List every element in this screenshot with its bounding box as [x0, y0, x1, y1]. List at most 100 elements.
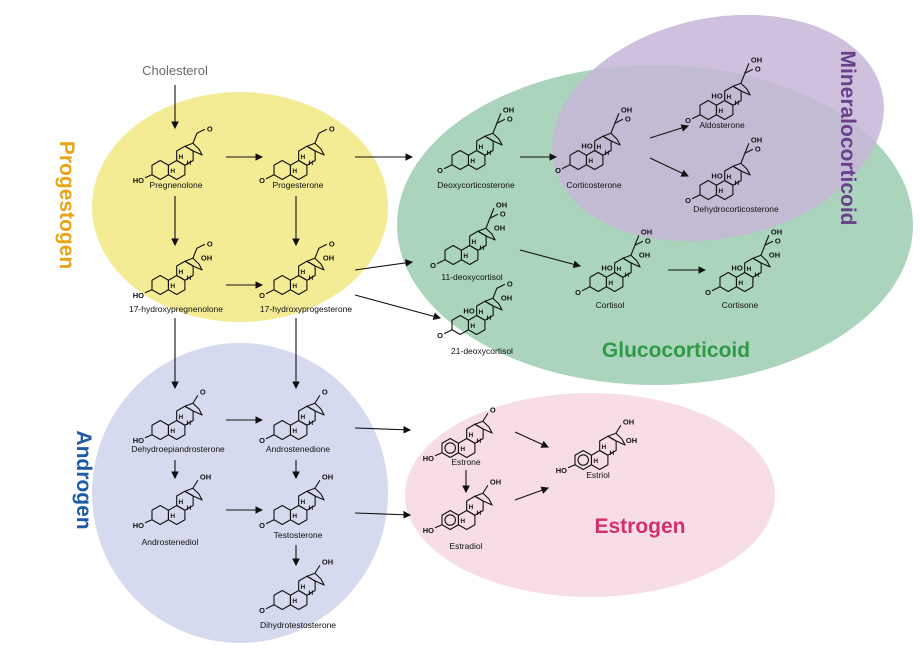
hydrogen-label: H	[477, 438, 482, 445]
keto-20: O	[329, 124, 335, 133]
ring-d	[184, 257, 203, 271]
hydrogen-label: H	[292, 283, 297, 290]
hydrogen-label: H	[479, 144, 484, 151]
hydrogen-label: H	[727, 174, 732, 181]
glucocorticoid-label: Glucocorticoid	[602, 339, 750, 362]
hydroxyl-17: OH	[201, 253, 212, 262]
reaction-arrow	[354, 259, 414, 271]
hydroxyl-21: OH	[621, 105, 632, 114]
hydroxyl-3: HO	[556, 466, 567, 475]
keto-3: O	[555, 166, 561, 175]
ring-d	[607, 432, 626, 446]
keto-3: O	[685, 116, 691, 125]
ring-d	[474, 420, 493, 434]
bond	[443, 164, 453, 170]
bond	[265, 434, 275, 440]
hydrogen-label: H	[718, 188, 723, 195]
hydrogen-label: H	[727, 94, 732, 101]
bond	[744, 63, 750, 74]
ring-d	[184, 402, 203, 416]
keto-3: O	[259, 291, 265, 300]
keto-20: O	[329, 239, 335, 248]
bond	[567, 464, 576, 469]
keto-20: O	[207, 239, 213, 248]
keto-20: O	[507, 279, 513, 288]
hydrogen-label: H	[309, 590, 314, 597]
bond	[691, 194, 701, 200]
hydroxyl-3: HO	[133, 521, 144, 530]
hydrogen-label: H	[179, 499, 184, 506]
keto-3: O	[259, 606, 265, 615]
ring-d	[306, 487, 325, 501]
hydrogen-label: H	[187, 275, 192, 282]
aromatic-ring	[444, 514, 457, 526]
hydrogen-label: H	[470, 323, 475, 330]
hydrogen-label: H	[469, 432, 474, 439]
keto-3: O	[259, 176, 265, 185]
keto-20: O	[625, 114, 631, 123]
hydrogen-label: H	[718, 108, 723, 115]
hydroxyl-11: HO	[711, 92, 722, 101]
keto-3: O	[430, 261, 436, 270]
hydrogen-label: H	[170, 168, 175, 175]
hydrogen-label: H	[479, 309, 484, 316]
aromatic-ring	[444, 442, 457, 454]
hydrogen-label: H	[179, 414, 184, 421]
hydroxyl-17: OH	[200, 472, 211, 481]
compound-name-cortisone: Cortisone	[722, 300, 759, 310]
keto-17: O	[490, 405, 496, 414]
hydroxyl-17: OH	[501, 293, 512, 302]
bond	[314, 564, 321, 574]
hydrogen-label: H	[469, 504, 474, 511]
bond	[265, 604, 275, 610]
ring-d	[732, 82, 751, 96]
side-chain	[192, 128, 206, 144]
keto-3: O	[437, 331, 443, 340]
ring-d	[484, 297, 503, 311]
compound-name-androstenedione: Androstenedione	[266, 444, 331, 454]
aromatic-ring	[577, 454, 590, 466]
hydrogen-label: H	[487, 315, 492, 322]
reaction-arrow	[514, 431, 550, 448]
hydroxyl-11: HO	[711, 172, 722, 181]
hydrogen-label: H	[738, 280, 743, 287]
bond	[434, 452, 443, 457]
compound-name-estriol: Estriol	[586, 470, 610, 480]
hydroxyl-17: OH	[322, 472, 333, 481]
ring-d	[306, 257, 325, 271]
keto-20: O	[755, 144, 761, 153]
keto-3: O	[259, 436, 265, 445]
compound-name-deoxycortisol11: 11-deoxycortisol	[441, 272, 502, 282]
ring-d	[474, 492, 493, 506]
keto-20: O	[645, 236, 651, 245]
bond	[144, 519, 153, 524]
hydroxyl-11: HO	[731, 264, 742, 273]
hydroxyl-3: HO	[133, 291, 144, 300]
bond	[489, 208, 495, 219]
hydrogen-label: H	[292, 428, 297, 435]
hydrogen-label: H	[602, 444, 607, 451]
compound-name-dehydrocorticosterone: Dehydrocorticosterone	[693, 204, 779, 214]
bond	[265, 174, 275, 180]
bond	[744, 143, 750, 154]
side-chain	[492, 283, 506, 299]
hydroxyl-21: OH	[771, 227, 782, 236]
hydroxyl-17: OH	[323, 253, 334, 262]
hydrogen-label: H	[608, 280, 613, 287]
compound-name-testosterone: Testosterone	[274, 530, 323, 540]
keto-20: O	[755, 64, 761, 73]
hydrogen-label: H	[460, 446, 465, 453]
progestogen-region	[92, 92, 388, 322]
hydroxyl-17: OH	[769, 250, 780, 259]
hydroxyl-3: HO	[133, 436, 144, 445]
hydrogen-label: H	[472, 239, 477, 246]
